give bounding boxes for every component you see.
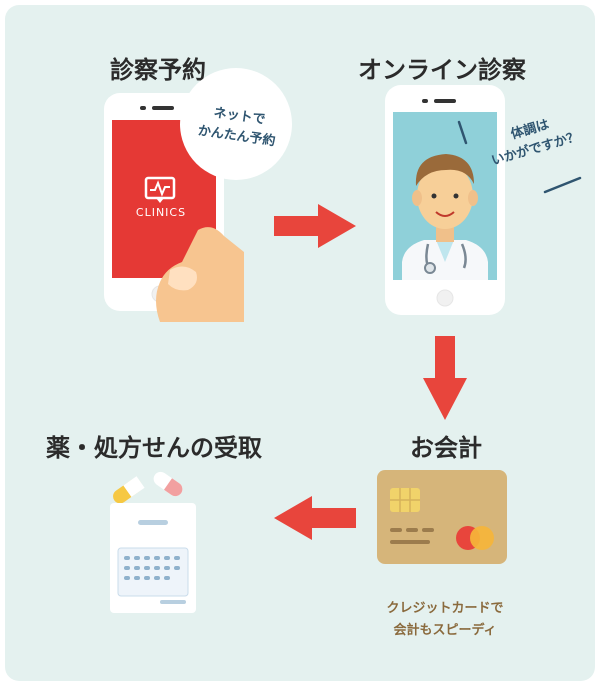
step-title-booking: 診察予約 [110, 56, 206, 84]
arrow-left-icon [274, 496, 356, 540]
step-title-online-consult: オンライン診察 [358, 56, 526, 84]
step-title-payment: お会計 [410, 434, 482, 462]
app-name-label: CLINICS [135, 206, 187, 219]
payment-note-line2: 会計もスピーディ [393, 623, 497, 638]
payment-note-line1: クレジットカードで [386, 601, 504, 616]
payment-note: クレジットカードで 会計もスピーディ [340, 598, 550, 642]
step-title-pickup: 薬・処方せんの受取 [46, 434, 262, 462]
arrow-down-icon [423, 336, 467, 420]
clinics-logo-icon [144, 176, 176, 203]
arrow-right-icon [274, 204, 356, 248]
